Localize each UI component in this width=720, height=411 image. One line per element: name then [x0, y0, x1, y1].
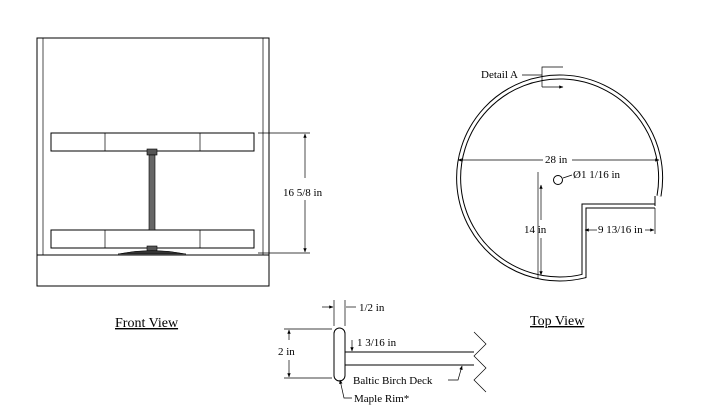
front-view-title: Front View [115, 316, 179, 331]
lower-shelf [50, 229, 255, 249]
notch-label: 9 13/16 in [598, 224, 643, 236]
diameter-label: 28 in [545, 154, 568, 166]
deck-label: Baltic Birch Deck [353, 375, 433, 387]
detail-a-callout [522, 66, 564, 89]
rim-width-dimension [322, 300, 356, 326]
detail-a-label: Detail A [481, 69, 518, 81]
radius-dimension [537, 172, 543, 278]
front-view: 16 5/8 in Front View [36, 37, 323, 331]
rim-label: Maple Rim* [354, 393, 409, 405]
upper-shelf [50, 132, 255, 152]
front-height-dimension [258, 132, 310, 254]
center-hole [553, 175, 563, 185]
front-height-label: 16 5/8 in [283, 187, 323, 199]
deck-leader [448, 365, 463, 381]
top-view: Detail A 28 in Ø1 1/16 in 14 in 9 13/16 … [456, 66, 664, 329]
center-pole [117, 148, 187, 255]
radius-label: 14 in [524, 224, 547, 236]
notch-dimension [584, 208, 656, 234]
rim-leader [339, 379, 352, 399]
cabinet-toe-kick [36, 254, 270, 287]
break-line [473, 331, 487, 393]
detail-height-dimension [284, 328, 332, 379]
detail-section: 1/2 in 2 in 1 3/16 in Baltic Birch Deck … [278, 300, 487, 405]
deck-height-label: 1 3/16 in [357, 337, 397, 349]
hole-diameter-label: Ø1 1/16 in [573, 169, 621, 181]
maple-rim [333, 327, 346, 382]
rim-width-label: 1/2 in [359, 302, 385, 314]
detail-height-label: 2 in [278, 346, 295, 358]
top-view-title: Top View [530, 314, 585, 329]
